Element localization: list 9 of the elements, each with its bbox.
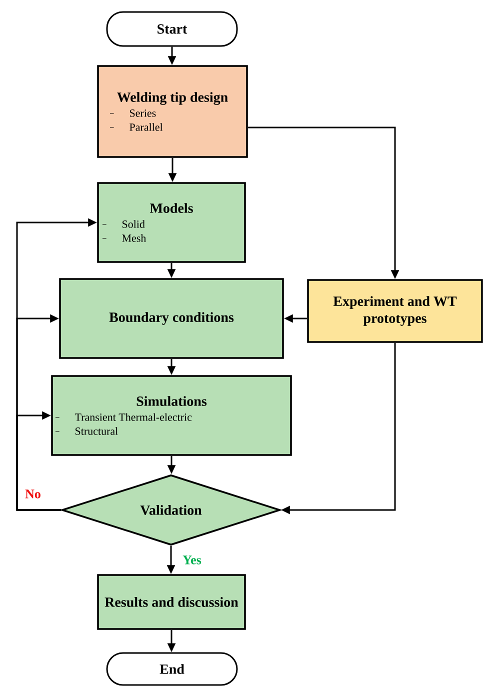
- process-box: Experiment and WT prototypes: [307, 279, 483, 343]
- process-box: Simulations Transient Thermal-electric Structural: [51, 375, 292, 456]
- edge-label: No: [24, 488, 42, 500]
- process-box: Welding tip design Series Parallel: [97, 65, 248, 158]
- process-box: Results and discussion: [97, 574, 246, 630]
- arrow: [16, 411, 62, 511]
- process-box: Models Solid Mesh: [97, 182, 246, 263]
- process-box: Boundary conditions: [59, 278, 284, 359]
- edge-label: Yes: [182, 554, 202, 566]
